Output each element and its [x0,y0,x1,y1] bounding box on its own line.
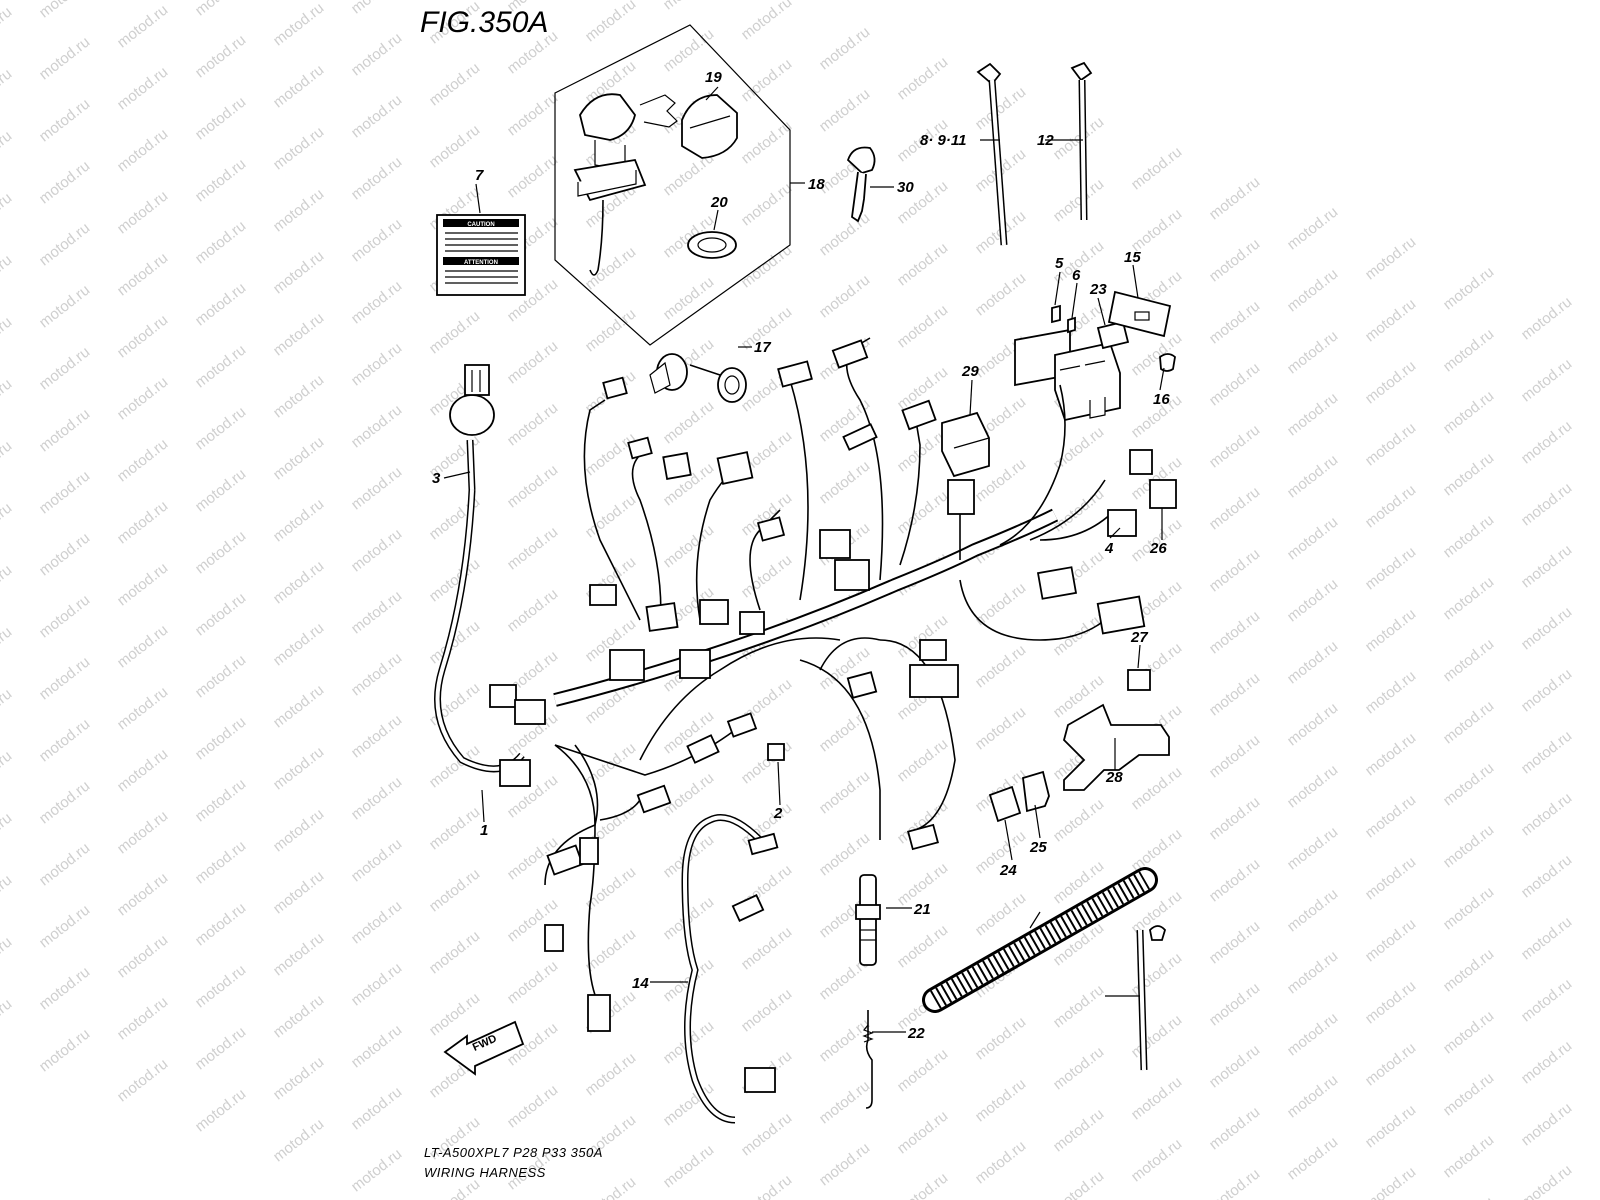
cable-tie-10 [1070,61,1093,221]
callout-4: 4 [1104,540,1114,557]
callout-27: 29 [961,363,979,380]
harness-connectors [489,339,1177,1032]
label-caution-text: CAUTION [467,222,494,228]
kit-outline-box [554,24,791,346]
label-outline [436,214,526,296]
callout-21: 23 [1089,281,1107,298]
fuse-5 [1051,304,1061,324]
harness-bracket [1062,703,1170,791]
callout-17: 19 [705,69,722,86]
ignition-switch-kit-group [554,24,791,346]
callout-12: 14 [632,975,649,992]
ignition-key-in-switch [639,94,678,128]
forward-direction-arrow: FWD [443,1020,525,1076]
fuse-6 [1067,316,1076,334]
figure-title: FIG.350A [420,6,549,39]
callout-leaders [443,86,1165,1033]
callout-25: 27 [1130,629,1148,646]
ignition-switch-wire [589,199,604,276]
accessory-socket [649,353,747,403]
callout-19: 21 [913,901,931,918]
callout-7: 7 [475,167,484,184]
callout-16: 18 [808,176,825,193]
callout-numbers: 7 19 20 18 30 8· 9·11 12 5 6 23 15 16 17… [432,69,1170,1042]
footer-figure-name: WIRING HARNESS [424,1165,546,1180]
callout-22: 24 [999,862,1017,879]
warning-label-sticker: CAUTION ATTENTION [436,214,526,296]
ignition-key [846,146,876,223]
callout-26: 28 [1105,769,1123,786]
ignition-switch [573,93,678,276]
callout-13: 15 [1124,249,1141,266]
spring-clip [862,1010,874,1109]
connector-cover-22 [988,785,1022,823]
fuse-box-assembly [1014,290,1176,422]
callout-8-9-11: 8· 9·11 [920,132,966,149]
callout-3: 3 [432,470,441,487]
footer-model-code: LT-A500XPL7 P28 P33 350A [424,1145,603,1160]
cable-tie-8-9-11 [976,62,1008,246]
clamp-14 [1159,353,1176,372]
callout-24: 26 [1149,540,1167,557]
oxygen-sensor [855,874,881,966]
connector-cover-25 [1127,669,1151,691]
callout-6: 6 [1072,267,1081,284]
key-cover [681,94,738,159]
label-attention-text: ATTENTION [464,260,498,266]
relay-27 [941,411,990,478]
cable-tie-30 [1136,925,1167,1071]
callout-18: 20 [710,194,728,211]
callout-10: 12 [1037,132,1054,149]
sub-harness-12 [681,814,779,1124]
callout-2: 2 [773,805,783,822]
callout-23: 25 [1029,839,1047,856]
callout-5: 5 [1055,255,1064,272]
callout-28: 30 [897,179,914,196]
corrugated-tube [922,867,1158,1013]
ignition-key-cap [579,93,636,141]
callout-1: 1 [480,822,488,839]
callout-15: 17 [754,339,771,356]
connector-cap [767,743,785,761]
callout-14: 16 [1153,391,1170,408]
connector-cover-23 [1022,770,1050,813]
callout-20: 22 [907,1025,925,1042]
sub-harness-3 [434,364,525,773]
